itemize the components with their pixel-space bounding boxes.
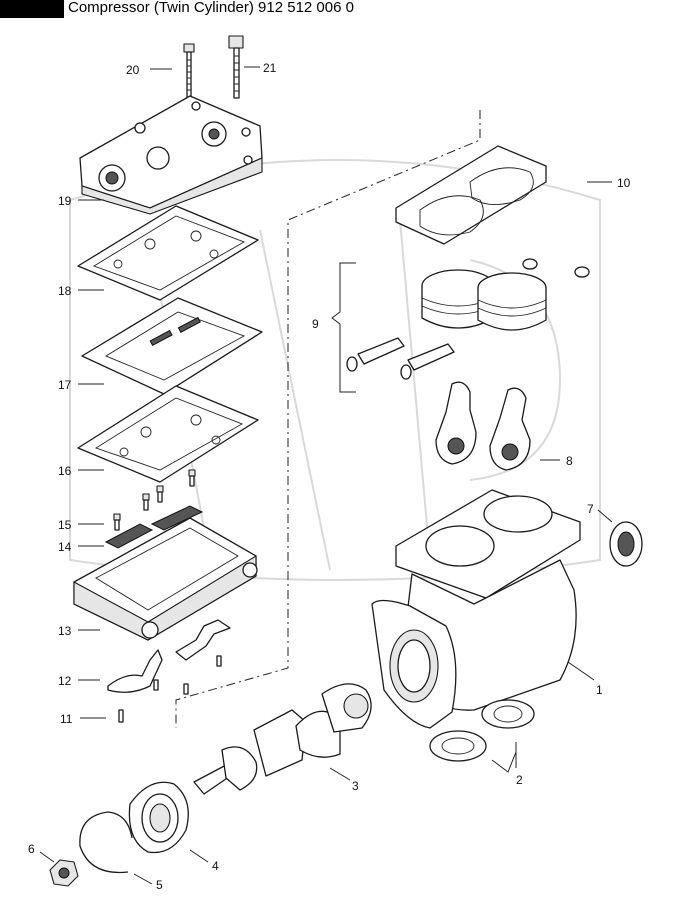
part-12-valves — [107, 619, 231, 695]
callout-7: 7 — [587, 502, 594, 516]
callout-17: 17 — [58, 378, 72, 392]
part-10-gasket — [395, 145, 547, 245]
part-3-crankshaft — [193, 683, 372, 795]
callout-20: 20 — [126, 63, 140, 77]
callout-19: 19 — [58, 194, 72, 208]
part-5-ring — [79, 811, 133, 874]
callout-9: 9 — [312, 317, 319, 331]
callout-15: 15 — [58, 518, 72, 532]
part-9-piston-set — [331, 258, 590, 393]
part-4-end-cover — [128, 781, 189, 854]
part-6-nut — [49, 859, 79, 887]
callout-labels: 20 21 19 18 17 16 15 14 13 12 11 10 9 8 … — [28, 61, 631, 892]
callout-3: 3 — [352, 779, 359, 793]
part-8-connecting-rods — [435, 381, 531, 471]
part-16-gasket — [77, 385, 259, 483]
part-14-clamp-plates — [104, 505, 204, 549]
part-1-crankcase — [371, 489, 581, 729]
assembly-lines — [175, 110, 481, 728]
callout-11: 11 — [60, 712, 73, 726]
part-17-valve-plate — [81, 297, 263, 395]
callout-8: 8 — [566, 454, 573, 468]
part-21-bolt — [228, 35, 244, 99]
callout-13: 13 — [58, 624, 72, 638]
callout-10: 10 — [617, 176, 631, 190]
part-13-intermediate-plate — [73, 517, 258, 641]
title-bar: Compressor (Twin Cylinder) 912 512 006 0 — [0, 0, 680, 18]
part-18-gasket — [77, 205, 259, 301]
part-2-covers — [429, 699, 535, 762]
callout-14: 14 — [58, 540, 72, 554]
leader-lines — [39, 66, 613, 885]
part-7-seal — [609, 521, 643, 567]
part-20-bolt — [183, 43, 195, 99]
callout-2: 2 — [516, 773, 523, 787]
callout-21: 21 — [263, 61, 277, 75]
page-title: Compressor (Twin Cylinder) 912 512 006 0 — [68, 0, 354, 16]
callout-4: 4 — [212, 859, 219, 873]
callout-16: 16 — [58, 464, 72, 478]
callout-6: 6 — [28, 842, 35, 856]
title-marker — [0, 0, 64, 18]
callout-5: 5 — [156, 878, 163, 892]
callout-1: 1 — [596, 683, 603, 697]
part-19-cylinder-head — [79, 95, 263, 215]
callout-12: 12 — [58, 674, 72, 688]
callout-18: 18 — [58, 284, 72, 298]
part-15-screws — [113, 469, 196, 531]
part-11-pin — [118, 709, 124, 723]
